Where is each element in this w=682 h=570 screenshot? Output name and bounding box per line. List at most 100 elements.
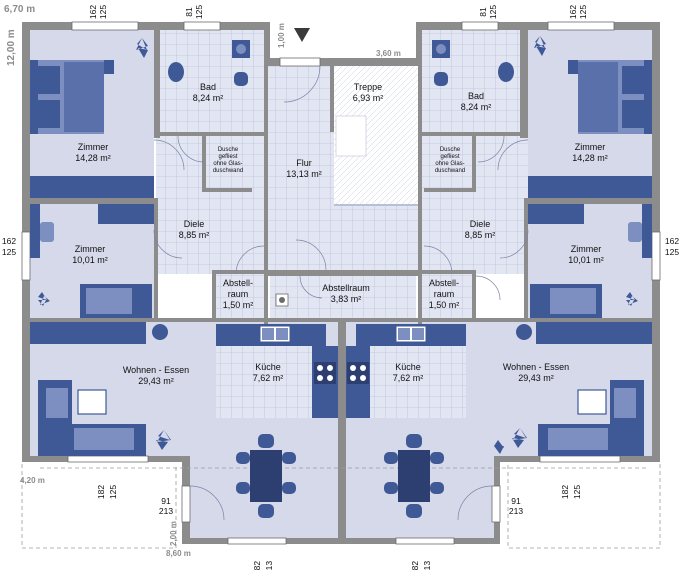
toilet-icon [434, 72, 448, 86]
right-abstell-floor [420, 274, 472, 320]
opening-bottom-right-living: 182 125 [560, 485, 582, 499]
left-furniture [30, 38, 338, 518]
svg-text:182: 182 [560, 485, 570, 499]
room-name: Zimmer [78, 142, 109, 152]
svg-text:91: 91 [511, 496, 521, 506]
svg-text:162: 162 [568, 5, 578, 19]
nightstand-icon [568, 60, 578, 74]
sink-icon [498, 62, 514, 82]
room-name: Küche [255, 362, 281, 372]
dim-top-width: 6,70 m [4, 4, 35, 15]
shower-note: gefliest [218, 154, 237, 160]
room-name: Bad [200, 82, 216, 92]
svg-text:125: 125 [2, 247, 16, 257]
door-swings [153, 65, 529, 521]
svg-text:213: 213 [264, 561, 274, 570]
lamp-icon [516, 324, 532, 340]
room-name: Zimmer [571, 244, 602, 254]
room-area: 14,28 m² [572, 153, 608, 163]
room-name: Abstell- [223, 278, 253, 288]
room-labels: Zimmer 14,28 m² Bad 8,24 m² Dusche gefli… [72, 82, 608, 386]
entrance-arrow-icon [294, 28, 310, 42]
plant-icon [38, 38, 148, 306]
opening-bottom-left-living: 182 125 [96, 485, 118, 499]
svg-text:125: 125 [98, 5, 108, 19]
room-area: 7,62 m² [253, 373, 284, 383]
opening-right-side: 162 125 [665, 236, 679, 257]
opening-left-side: 162 125 [2, 236, 16, 257]
svg-text:125: 125 [572, 485, 582, 499]
dim-terrace-depth: 2,00 m [169, 521, 178, 546]
svg-text:162: 162 [88, 5, 98, 19]
opening-bottom-right-door: 182 213 [410, 561, 432, 570]
plant-icon [534, 36, 638, 306]
opening-terrace-right-door: 91 213 [509, 496, 523, 516]
room-name: Wohnen - Essen [503, 362, 569, 372]
lamp-icon [152, 324, 168, 340]
svg-text:81: 81 [184, 7, 194, 17]
dim-left-height: 12,00 m [6, 29, 17, 66]
bed-icon [578, 60, 652, 134]
shower-note: duschwand [213, 168, 243, 174]
nightstand-icon [104, 60, 114, 74]
dimensions: 6,70 m 12,00 m 3,60 m 1,00 m 4,20 m 2,00… [2, 4, 679, 570]
room-name: Küche [395, 362, 421, 372]
opening-top-left-window: 162 125 [88, 5, 108, 19]
desk-icon [30, 204, 40, 258]
room-area: 8,85 m² [465, 230, 496, 240]
right-kueche-floor [370, 346, 466, 418]
plant-icon [156, 430, 171, 450]
room-name: raum [434, 289, 455, 299]
svg-text:162: 162 [2, 236, 16, 246]
svg-text:125: 125 [488, 5, 498, 19]
room-name: Bad [468, 91, 484, 101]
svg-text:182: 182 [252, 561, 262, 570]
right-furniture [346, 36, 652, 518]
wardrobe-icon [528, 176, 652, 198]
center-core [268, 66, 420, 320]
svg-text:182: 182 [96, 485, 106, 499]
sofa-icon [38, 380, 146, 456]
desk-icon [642, 204, 652, 258]
sofa-bed-icon [530, 284, 602, 318]
room-area: 8,85 m² [179, 230, 210, 240]
dining-table-icon [236, 434, 296, 518]
abstell-center-floor [270, 276, 416, 320]
stove-icon [347, 362, 369, 384]
room-area: 14,28 m² [75, 153, 111, 163]
dim-hall-width: 1,00 m [277, 23, 286, 48]
svg-text:213: 213 [509, 506, 523, 516]
room-name: Diele [184, 219, 205, 229]
toilet-icon [234, 72, 248, 86]
chair-icon [628, 222, 642, 242]
room-area: 1,50 m² [429, 300, 460, 310]
svg-text:91: 91 [161, 496, 171, 506]
cabinet-row-icon [536, 322, 652, 344]
bed-icon [30, 60, 104, 134]
sink-icon [168, 62, 184, 82]
room-area: 3,83 m² [331, 294, 362, 304]
room-area: 7,62 m² [393, 373, 424, 383]
room-name: raum [228, 289, 249, 299]
svg-text:81: 81 [478, 7, 488, 17]
room-area: 8,24 m² [461, 102, 492, 112]
dim-bottom-width: 8,60 m [166, 549, 191, 558]
svg-text:125: 125 [578, 5, 588, 19]
room-name: Wohnen - Essen [123, 365, 189, 375]
sofa-bed-icon [80, 284, 152, 318]
wardrobe-icon [30, 176, 154, 198]
plant-icon [494, 428, 527, 454]
opening-top-right-window: 162 125 [568, 5, 588, 19]
shower-note: ohne Glas- [213, 161, 242, 167]
coffee-table-icon [77, 389, 107, 415]
shower-note: Dusche [218, 147, 239, 153]
svg-text:182: 182 [410, 561, 420, 570]
room-area: 29,43 m² [138, 376, 174, 386]
left-abstell-floor [216, 274, 268, 320]
room-area: 8,24 m² [193, 93, 224, 103]
room-area: 13,13 m² [286, 169, 322, 179]
room-name: Diele [470, 219, 491, 229]
room-area: 29,43 m² [518, 373, 554, 383]
shower-note: ohne Glas- [435, 161, 464, 167]
